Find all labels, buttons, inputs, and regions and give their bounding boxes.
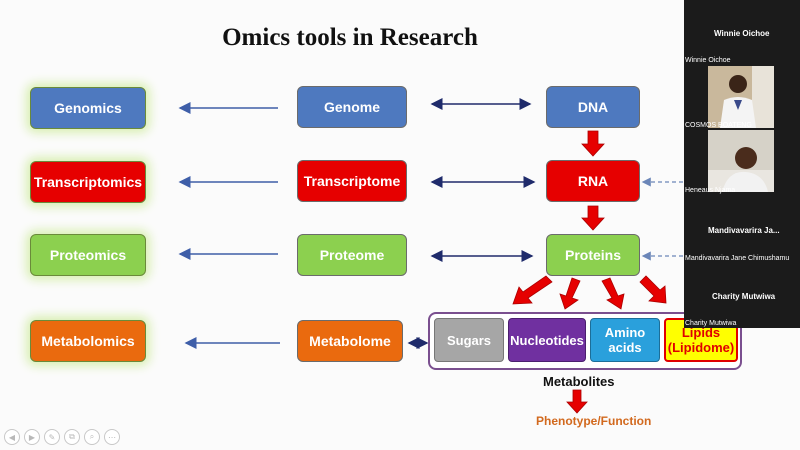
metabolomics-box: Metabolomics: [30, 320, 146, 362]
metabolites-label: Metabolites: [543, 374, 615, 389]
red-arrow-to-nucleotides: [559, 277, 581, 310]
transcriptomics-box: Transcriptomics: [30, 161, 146, 203]
participant-tile4-name: Charity Mutwiwa: [712, 292, 776, 301]
participant-tile3-caption: Mandivavarira Jane Chimushamu: [685, 255, 790, 262]
participant-video-2[interactable]: [708, 130, 774, 192]
red-arrow-phenotype: [566, 389, 588, 414]
red-arrow-to-amino: [601, 277, 625, 310]
amino-acids-line2: acids: [608, 340, 642, 355]
proteins-box: Proteins: [546, 234, 640, 276]
participant-tile1-caption: COSMOS BOATENG: [685, 122, 752, 129]
more-options-icon[interactable]: ⋯: [104, 429, 120, 445]
slides-grid-icon[interactable]: ⧉: [64, 429, 80, 445]
participant-tile1-name: Winnie Oichoe: [685, 57, 731, 64]
red-arrow-rna-proteins: [581, 205, 605, 231]
metabolome-box: Metabolome: [297, 320, 403, 362]
lipids-line1: Lipids: [681, 325, 721, 340]
next-slide-icon[interactable]: ▶: [24, 429, 40, 445]
red-arrow-dna-rna: [581, 130, 605, 157]
phenotype-label: Phenotype/Function: [536, 414, 652, 428]
participant-header-name: Winnie Oichoe: [714, 29, 770, 38]
dna-box: DNA: [546, 86, 640, 128]
amino-acids-box: Amino acids: [590, 318, 660, 362]
red-arrow-to-lipids: [639, 275, 667, 304]
participant-tile3-name: Mandivavarira Ja...: [708, 226, 780, 235]
participant-tile2-caption: Heneaus Njama: [685, 187, 736, 194]
slideshow-toolbar: ◀ ▶ ✎ ⧉ ⌕ ⋯: [4, 429, 120, 445]
sugars-box: Sugars: [434, 318, 504, 362]
transcriptome-box: Transcriptome: [297, 160, 407, 202]
amino-acids-line1: Amino: [604, 325, 646, 340]
genomics-box: Genomics: [30, 87, 146, 129]
participant-tile4-caption: Charity Mutwiwa: [685, 320, 737, 327]
pen-icon[interactable]: ✎: [44, 429, 60, 445]
red-arrow-to-sugars: [512, 275, 553, 305]
proteomics-box: Proteomics: [30, 234, 146, 276]
genome-box: Genome: [297, 86, 407, 128]
nucleotides-box: Nucleotides: [508, 318, 586, 362]
previous-slide-icon[interactable]: ◀: [4, 429, 20, 445]
lipids-line2: (Lipidome): [667, 340, 735, 355]
proteome-box: Proteome: [297, 234, 407, 276]
rna-box: RNA: [546, 160, 640, 202]
participant-video-1[interactable]: [708, 66, 774, 128]
slide-title: Omics tools in Research: [222, 24, 478, 51]
zoom-icon[interactable]: ⌕: [84, 429, 100, 445]
